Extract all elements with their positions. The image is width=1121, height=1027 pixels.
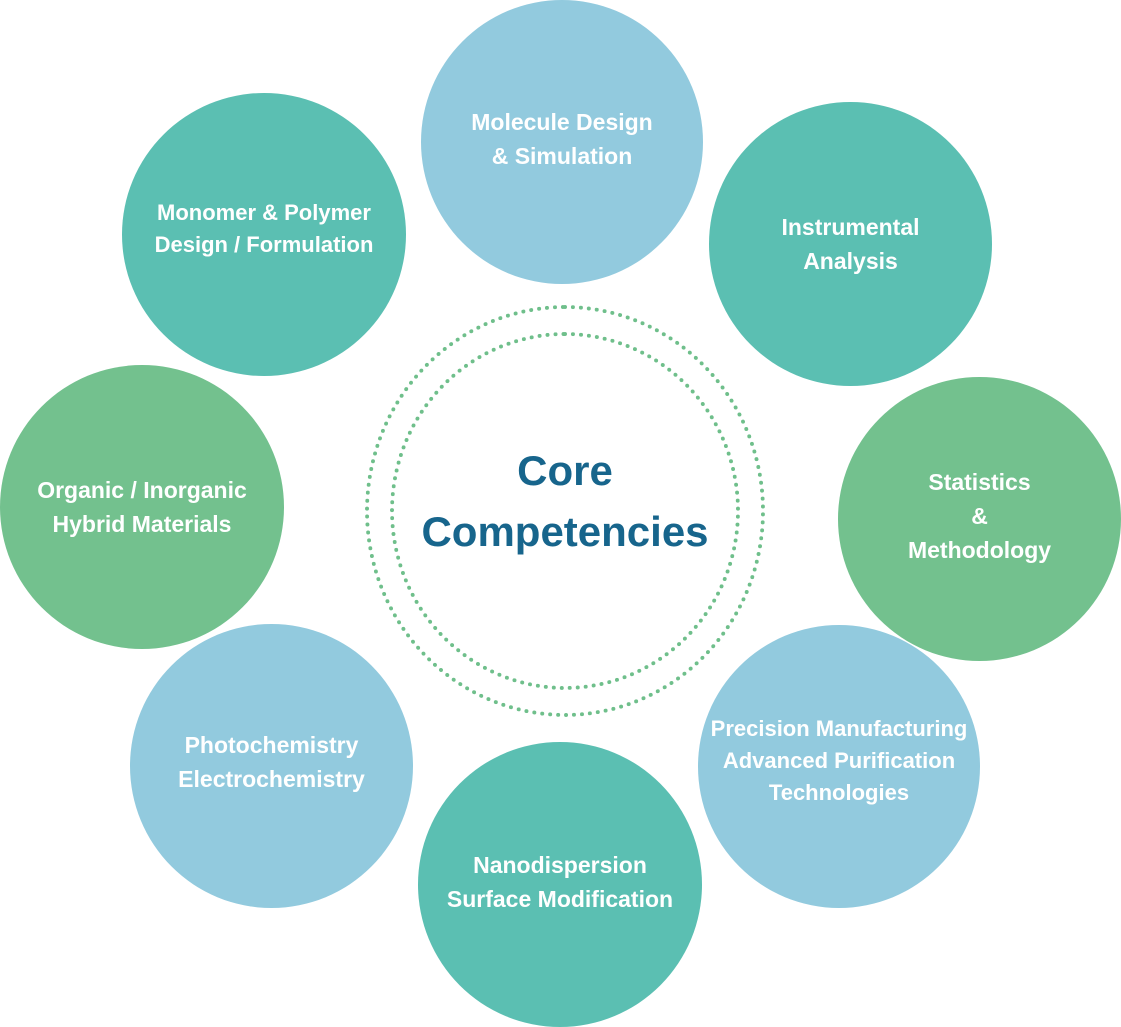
bubble-label-line: Methodology <box>907 537 1052 563</box>
bubble-label-line: Surface Modification <box>446 885 674 912</box>
bubble-precision-manufacturing[interactable]: Precision Manufacturing Advanced Purific… <box>698 625 980 908</box>
bubble-label-line: Photochemistry <box>184 732 359 758</box>
bubble-label-line: Molecule Design <box>471 109 653 135</box>
bubble-instrumental-analysis[interactable]: Instrumental Analysis <box>709 102 992 386</box>
center-title: Core Competencies <box>390 440 740 562</box>
bubble-label-line: Hybrid Materials <box>52 511 232 537</box>
bubble-label-line: Advanced Purification <box>722 747 956 773</box>
bubble-photochemistry[interactable]: Photochemistry Electrochemistry <box>130 624 413 908</box>
bubble-molecule-design[interactable]: Molecule Design & Simulation <box>421 0 703 284</box>
bubble-label-line: Monomer & Polymer <box>157 199 371 225</box>
bubble-hybrid-materials[interactable]: Organic / Inorganic Hybrid Materials <box>0 365 284 649</box>
bubble-label-line: Analysis <box>803 248 898 274</box>
bubble-label-line: Organic / Inorganic <box>37 477 247 503</box>
center-title-line1: Core <box>517 447 613 494</box>
dotted-ring-inner <box>390 332 740 690</box>
bubble-label-line: Instrumental <box>781 214 920 240</box>
bubble-label-line: Nanodispersion <box>473 851 647 878</box>
bubble-label-line: Precision Manufacturing <box>710 715 968 741</box>
bubble-statistics-methodology[interactable]: Statistics & Methodology <box>838 377 1121 661</box>
bubble-label-line: & <box>971 503 988 529</box>
bubble-label-line: & Simulation <box>491 143 633 169</box>
bubble-label-line: Design / Formulation <box>154 231 374 257</box>
bubble-label-line: Technologies <box>768 779 910 805</box>
bubble-nanodispersion[interactable]: Nanodispersion Surface Modification <box>418 742 702 1027</box>
center-title-line2: Competencies <box>421 508 709 555</box>
bubble-label-line: Electrochemistry <box>178 766 365 792</box>
bubble-label-line: Statistics <box>928 469 1031 495</box>
dotted-ring-outer <box>365 305 765 717</box>
bubble-monomer-polymer[interactable]: Monomer & Polymer Design / Formulation <box>122 93 406 376</box>
